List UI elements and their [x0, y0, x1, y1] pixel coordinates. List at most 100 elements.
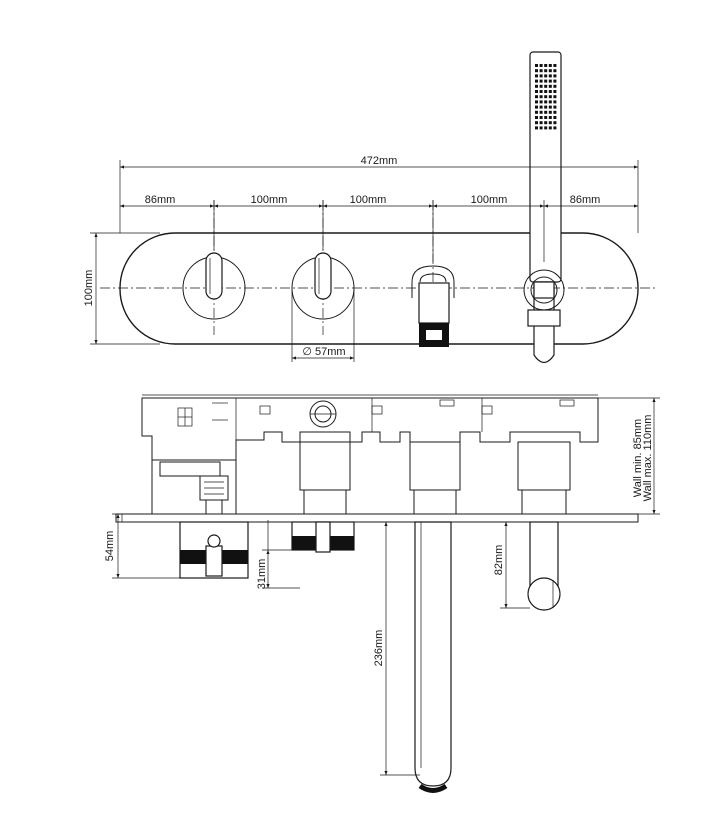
dim-wall-min: Wall min. 85mm — [632, 419, 644, 497]
nozzle-dot — [548, 79, 552, 83]
plate-height-dimension: 100mm — [83, 232, 160, 345]
dim-seg-2: 100mm — [251, 194, 288, 206]
nozzle-dot — [553, 110, 557, 114]
backplate — [119, 232, 639, 345]
nozzle-dot — [544, 95, 548, 99]
cartridge-2 — [299, 441, 351, 515]
top-dimensions: 472mm 86mm 100mm 100mm 100mm 86mm — [119, 155, 639, 262]
nozzle-dot — [553, 95, 557, 99]
nozzle-dot — [553, 90, 557, 93]
nozzle-dot — [553, 121, 557, 125]
shower-nozzles — [535, 64, 557, 130]
nozzle-dot — [548, 116, 552, 119]
nozzle-dot — [539, 100, 543, 104]
nozzle-dot — [535, 126, 538, 130]
dim-seg-3: 100mm — [350, 194, 387, 206]
dim-handle-depth: 54mm — [104, 531, 116, 562]
nozzle-dot — [548, 105, 552, 109]
nozzle-dot — [544, 79, 548, 83]
nozzle-dot — [553, 100, 557, 104]
cartridge-1 — [151, 460, 237, 515]
spout-front — [411, 265, 455, 347]
nozzle-dot — [553, 105, 557, 109]
handle-1 — [182, 252, 246, 320]
nozzle-dot — [535, 84, 538, 88]
nozzle-dot — [539, 90, 543, 93]
nozzle-dot — [553, 64, 557, 67]
nozzle-dot — [544, 110, 548, 114]
nozzle-dot — [539, 69, 543, 73]
nozzle-dot — [548, 110, 552, 114]
dim-total-width: 472mm — [361, 155, 398, 167]
lever-offset-dimension: 31mm — [256, 520, 300, 589]
nozzle-dot — [535, 105, 538, 109]
dim-holder-depth: 82mm — [493, 545, 505, 576]
nozzle-dot — [539, 126, 543, 130]
nozzle-dot — [553, 69, 557, 73]
nozzle-dot — [544, 105, 548, 109]
box-screws — [177, 399, 575, 427]
nozzle-dot — [544, 100, 548, 104]
nozzle-dot — [539, 79, 543, 83]
front-view: 472mm 86mm 100mm 100mm 100mm 86mm 100mm … — [83, 51, 655, 364]
nozzle-dot — [544, 126, 548, 130]
nozzle-dot — [548, 90, 552, 93]
handle-2-side — [291, 521, 355, 553]
nozzle-dot — [535, 74, 538, 78]
dim-wall-max: Wall max. 110mm — [642, 415, 654, 502]
dim-seg-5: 86mm — [570, 194, 601, 206]
mounting-box — [141, 397, 599, 461]
nozzle-dot — [548, 69, 552, 73]
nozzle-dot — [548, 100, 552, 104]
nozzle-dot — [553, 116, 557, 119]
nozzle-dot — [535, 110, 538, 114]
nozzle-dot — [548, 74, 552, 78]
dim-seg-4: 100mm — [471, 194, 508, 206]
nozzle-dot — [544, 64, 548, 67]
spout-length-dimension: 236mm — [373, 521, 420, 776]
nozzle-dot — [535, 121, 538, 125]
nozzle-dot — [535, 69, 538, 73]
nozzle-dot — [539, 95, 543, 99]
nozzle-dot — [553, 79, 557, 83]
nozzle-dot — [548, 95, 552, 99]
dim-spout-length: 236mm — [373, 630, 385, 667]
nozzle-dot — [535, 116, 538, 119]
spout-side — [414, 521, 452, 793]
side-view: 54mm 31mm 236mm 82mm Wall min. 85mm Wal — [104, 394, 660, 793]
nozzle-dot — [544, 84, 548, 88]
holder-depth-dimension: 82mm — [493, 521, 530, 609]
holder-side — [527, 521, 561, 611]
nozzle-dot — [544, 116, 548, 119]
nozzle-dot — [539, 116, 543, 119]
handle-depth-dimension: 54mm — [104, 513, 190, 579]
dim-handle-diameter: ∅ 57mm — [302, 346, 345, 358]
nozzle-dot — [548, 126, 552, 130]
nozzle-dot — [544, 90, 548, 93]
nozzle-dot — [535, 100, 538, 104]
nozzle-dot — [539, 105, 543, 109]
cartridge-4 — [517, 441, 571, 515]
nozzle-dot — [544, 69, 548, 73]
dim-seg-1: 86mm — [145, 194, 176, 206]
nozzle-dot — [548, 64, 552, 67]
nozzle-dot — [548, 84, 552, 88]
nozzle-dot — [553, 84, 557, 88]
nozzle-dot — [535, 79, 538, 83]
nozzle-dot — [544, 121, 548, 125]
dim-lever-offset: 31mm — [256, 559, 268, 590]
cover-plate-edge — [115, 513, 639, 523]
nozzle-dot — [539, 74, 543, 78]
handle-2 — [291, 252, 355, 320]
wall-depth-dimension: Wall min. 85mm Wall max. 110mm — [598, 397, 660, 515]
handle-diameter-dimension: ∅ 57mm — [291, 290, 355, 362]
dim-plate-height: 100mm — [83, 270, 95, 307]
nozzle-dot — [539, 110, 543, 114]
handle-1-side — [179, 521, 249, 579]
nozzle-dot — [553, 126, 557, 130]
nozzle-dot — [548, 121, 552, 125]
nozzle-dot — [539, 121, 543, 125]
nozzle-dot — [539, 84, 543, 88]
nozzle-dot — [535, 95, 538, 99]
